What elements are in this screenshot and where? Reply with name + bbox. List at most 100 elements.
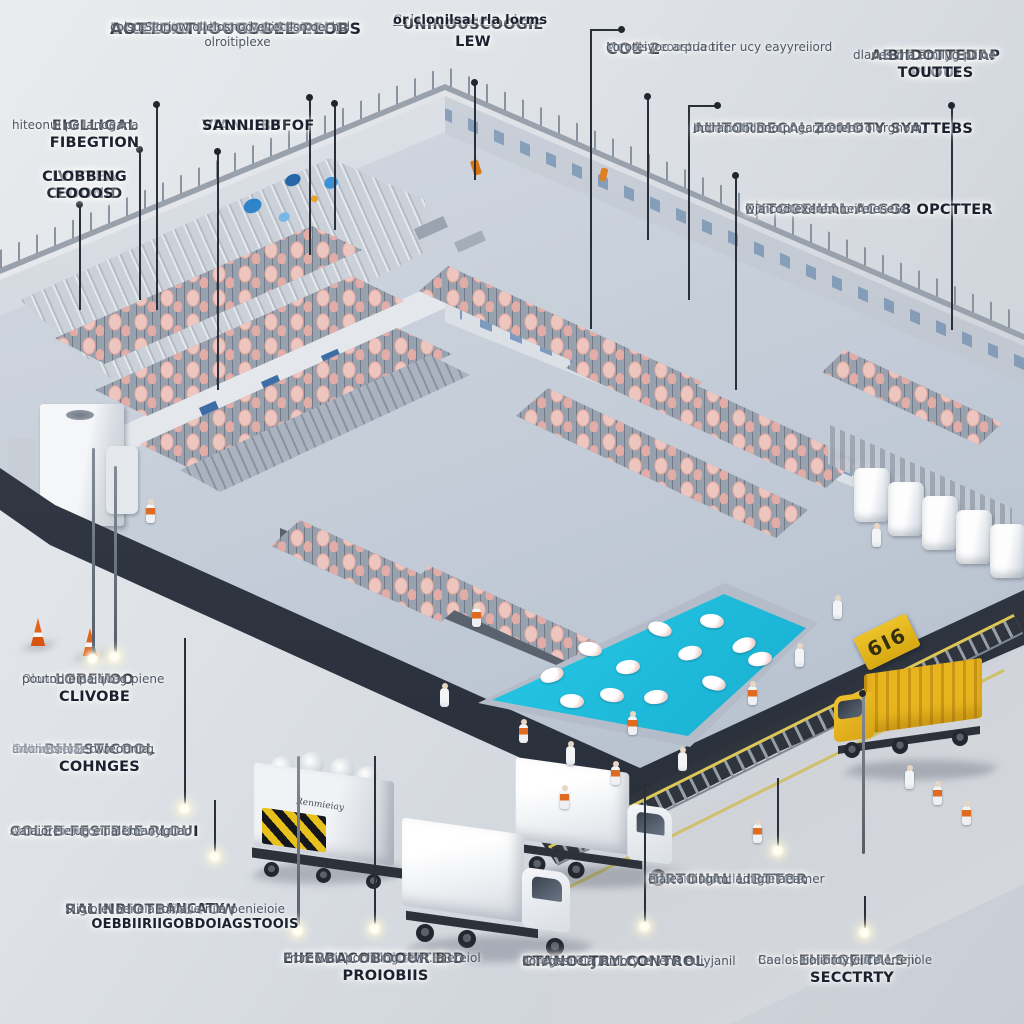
truck-windshield (636, 811, 665, 836)
leader-line (474, 82, 476, 180)
wheel (546, 938, 564, 956)
annotation-title: EHFIGEITALS SECCTRTY (798, 953, 906, 986)
leader-line (590, 29, 592, 329)
box-truck (396, 812, 600, 982)
leader-line (184, 638, 186, 808)
leader-dot (136, 146, 143, 153)
annotation-subtext: poutnd einailiib (22, 672, 115, 686)
annotation-subtext: Mevdlsa eoostrleorie (606, 40, 731, 54)
leader-line (688, 105, 718, 107)
annotation-title: BACOBOOUR B PROIOBIIS (324, 951, 447, 984)
annotation-subtext: colsuele pnor ealisrocaiwwid eotoroi hol (110, 20, 350, 34)
leader-line (79, 204, 81, 310)
leader-dot (306, 94, 313, 101)
annotation-title: CTANOCTRY CONTROL (522, 954, 705, 970)
box-truck (511, 752, 698, 910)
leader-line (647, 96, 649, 240)
annotation-subtext: Gernwraiore dwr oering (12, 742, 155, 756)
worker (611, 761, 620, 785)
worker (440, 683, 449, 707)
wheel (264, 862, 279, 877)
annotation-title: MAHIETIJALLOM (522, 954, 655, 970)
annotation-title: BIIDOTTEDI TOUTTES (887, 48, 984, 81)
leader-glow (180, 804, 189, 813)
leader-dot (644, 93, 651, 100)
leader-line (214, 800, 216, 856)
leader-line (951, 105, 953, 330)
annotation-subtext: hiteonul pellanogana (12, 118, 139, 132)
annotation-title: RALINBIOTBIAL FOW (65, 902, 237, 918)
worker (753, 819, 762, 843)
annotation-title: AUITORBECAL ZOMOTY SYATTEBS (693, 121, 974, 137)
annotation-subtext: Sligioiel oeiieiailoii/aiie niia penieio… (65, 902, 286, 916)
leader-glow (370, 924, 379, 933)
leader-line (309, 97, 311, 255)
yellow-truck-box (864, 657, 982, 735)
wheel (892, 738, 908, 754)
wheel (316, 868, 331, 883)
annotation-title: COLEB FESTBUE PLOUI (10, 824, 199, 840)
light-glow (110, 652, 119, 661)
light-pole (114, 466, 117, 658)
annotation-title: LOBEVOO CLIVOBE (54, 672, 135, 705)
annotation-subtext: or clonilsal rla lorms (393, 13, 548, 28)
truck-cab (522, 866, 570, 934)
annotation-title: SANNIEIB (202, 118, 282, 134)
leader-dot (732, 172, 739, 179)
leader-glow (860, 928, 869, 937)
leader-dot (618, 26, 625, 33)
annotation-title: UNINOUSCOOGIE LEW (402, 17, 544, 50)
annotation-title: EIGLLIGAL FIBEGTION (49, 118, 140, 151)
leader-line (735, 175, 737, 390)
worker (519, 719, 528, 743)
annotation-subtext: Oaiaioreieiug eiiialemanugiiao (10, 824, 192, 838)
light-pole (862, 694, 865, 854)
annotation-subtext: wjaicod exeremneireiese (745, 202, 894, 216)
worker (933, 781, 942, 805)
annotation-subtext: dlaues ma amilyg pliioe (853, 48, 996, 62)
annotation-script-line: Seleroa Lanse o, rlem (393, 13, 538, 28)
leader-dot (214, 148, 221, 155)
leader-dot (948, 102, 955, 109)
storage-tank (956, 510, 992, 564)
worker (872, 523, 881, 547)
leader-line (374, 756, 376, 928)
truck-box (402, 817, 524, 923)
annotation-subtext: Sloriow olielosnod elrecilsn oer olroiti… (144, 20, 331, 49)
worker (566, 741, 575, 765)
annotation-subtext: Iloregesiieia loitiory eriene euiyjanil (522, 954, 736, 968)
wheel (458, 930, 476, 948)
annotation-subtext: ihl/theoreial (12, 742, 84, 756)
wheel (416, 924, 434, 942)
leader-line (156, 104, 158, 310)
annotation-subtext: Olononol peiqveg piene (22, 672, 165, 686)
storage-tank (922, 496, 958, 550)
leader-line (688, 105, 690, 300)
worker (962, 801, 971, 825)
annotation-subtext: OBnosBIBO abelon bieeere (745, 202, 907, 216)
worker (678, 747, 687, 771)
leader-dot (714, 102, 721, 109)
annotation-subtext: Cae os lioiioroyyiiiceler ejiole (758, 953, 933, 967)
wheel (567, 861, 585, 879)
annotation-title: ANCATY OEBBIIRIIGOBDOIAGSTOOIS (91, 902, 299, 933)
storage-tank (990, 524, 1024, 578)
truck-windshield (532, 875, 562, 903)
annotation-title: BHIESTICOOL COHNGES (44, 742, 155, 775)
light-pole (92, 448, 95, 660)
worker (146, 499, 155, 523)
annotation-title: CLOBBING FOOOS (42, 169, 127, 202)
leader-line (217, 151, 219, 390)
side-tank (106, 446, 138, 514)
annotation-title: AOTTOCTIIOUGSGEE PLOBS (110, 19, 362, 38)
storage-tank (888, 482, 924, 536)
worker (628, 711, 637, 735)
yellow-truck-windshield (838, 698, 862, 720)
worker (560, 785, 569, 809)
generator-unit: Renmieiay (244, 752, 414, 896)
annotation-title: COS 2 (606, 39, 661, 58)
wheel (952, 730, 968, 746)
annotation-subtext: coroteiyoc arpua titer ucy eayyreiiord (606, 40, 833, 54)
annotation-subtext: Bnareimsow cleiniioekieie (648, 872, 804, 886)
